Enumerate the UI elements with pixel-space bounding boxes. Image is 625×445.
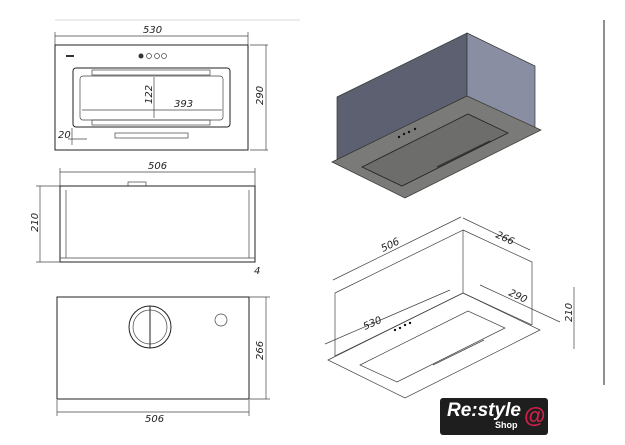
side-height-label: 210 <box>30 213 41 232</box>
iso-filter-frame <box>361 113 509 187</box>
restyle-shop-logo: Re:style Shop @ <box>440 398 548 435</box>
iso-line-view: 506 266 290 530 210 <box>324 216 575 399</box>
top-width-label: 530 <box>143 25 162 36</box>
margin-label: 20 <box>58 130 71 141</box>
control-button <box>138 53 144 59</box>
logo-brand-text: Re:style <box>447 400 521 421</box>
iso-shaded-view <box>331 32 542 199</box>
bottom-depth-label: 266 <box>255 341 266 360</box>
iso-depth-label: 266 <box>494 230 516 248</box>
bottom-width-label: 506 <box>145 414 164 425</box>
inner-width-label: 393 <box>174 99 193 110</box>
top-height-label: 290 <box>255 86 266 105</box>
offset-label: 4 <box>254 266 260 277</box>
top-view: 530 290 122 393 20 <box>54 25 268 151</box>
side-view: 506 210 4 <box>30 161 260 277</box>
iso-plate-width-label: 530 <box>362 315 384 333</box>
iso-plate-depth-label: 290 <box>507 288 529 306</box>
filter-frame <box>72 67 231 128</box>
iso-height-label: 210 <box>564 303 575 322</box>
brand-mark <box>66 55 74 57</box>
inner-height-label: 122 <box>144 85 155 104</box>
cable-entry <box>214 313 228 327</box>
side-outline <box>59 185 256 263</box>
light-slot <box>114 132 189 139</box>
iso-plate-outline <box>327 292 541 399</box>
filter-panel <box>79 75 224 121</box>
bottom-view: 266 506 <box>56 296 270 425</box>
outlet-collar <box>127 181 147 187</box>
control-button <box>161 53 167 59</box>
logo-sub-text: Shop <box>495 420 518 430</box>
cart-at-icon: @ <box>524 403 546 428</box>
top-outer-outline <box>54 44 249 151</box>
bottom-outline <box>56 296 250 400</box>
side-width-label: 506 <box>148 161 167 172</box>
control-button <box>146 53 152 59</box>
control-button <box>154 53 160 59</box>
